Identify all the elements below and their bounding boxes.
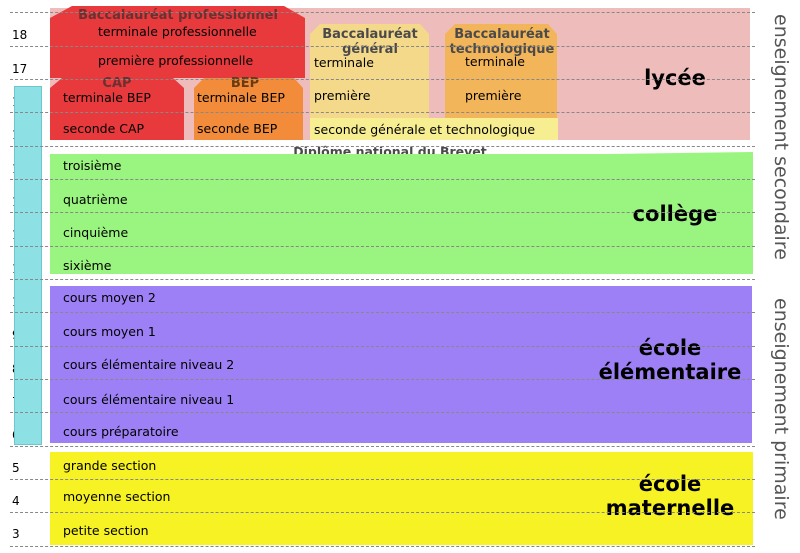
age-label: 4 xyxy=(12,494,20,508)
grid-line xyxy=(10,12,755,13)
level-cp: cours préparatoire xyxy=(63,424,179,439)
age-label: 17 xyxy=(12,62,28,76)
grid-line xyxy=(10,146,755,147)
grid-line xyxy=(10,46,755,47)
grid-line xyxy=(10,212,755,213)
level-terminale-techno: terminale xyxy=(465,54,525,69)
seconde-gt-block xyxy=(310,118,558,140)
level-premiere-pro: première professionnelle xyxy=(98,53,254,68)
level-ce1: cours élémentaire niveau 1 xyxy=(63,392,235,407)
maternelle-label-line1: école xyxy=(638,472,702,496)
level-petite-section: petite section xyxy=(63,523,149,538)
level-cm1: cours moyen 1 xyxy=(63,324,156,339)
elementaire-label-line2: élémentaire xyxy=(598,360,742,384)
age-label: 3 xyxy=(12,527,20,541)
maternelle-block xyxy=(50,452,753,545)
compulsory-schooling-bar xyxy=(14,86,42,445)
bac-techno-block xyxy=(445,24,557,118)
grid-line xyxy=(10,312,755,313)
level-seconde-bep: seconde BEP xyxy=(197,121,278,136)
level-premiere-generale: première xyxy=(314,88,371,103)
level-seconde-gt: seconde générale et technologique xyxy=(314,122,536,137)
level-moyenne-section: moyenne section xyxy=(63,489,171,504)
cap-block xyxy=(50,78,184,140)
grid-line xyxy=(10,179,755,180)
side-label-secondaire: enseignement secondaire xyxy=(770,14,792,260)
bac-general-block xyxy=(310,24,429,118)
college-block xyxy=(50,152,753,274)
age-label: 18 xyxy=(12,28,28,42)
level-terminale-generale: terminale xyxy=(314,55,374,70)
grid-line xyxy=(10,446,755,447)
level-premiere-techno: première xyxy=(465,88,522,103)
lycee-label: lycée xyxy=(644,66,706,90)
bac-pro-title: Baccalauréat professionnel xyxy=(78,8,278,23)
bep-block xyxy=(194,78,303,140)
grid-line xyxy=(10,346,755,347)
grid-line xyxy=(10,379,755,380)
level-terminale-bep-cap: terminale BEP xyxy=(63,90,151,105)
level-terminale-pro: terminale professionnelle xyxy=(98,24,257,39)
level-terminale-bep: terminale BEP xyxy=(197,90,285,105)
grid-line xyxy=(10,79,755,80)
level-ce2: cours élémentaire niveau 2 xyxy=(63,357,235,372)
grid-line xyxy=(10,112,755,113)
level-seconde-cap: seconde CAP xyxy=(63,121,145,136)
elementaire-label: école élémentaire xyxy=(590,336,750,384)
level-quatrieme: quatrième xyxy=(63,192,128,207)
grid-line xyxy=(10,246,755,247)
college-label: collège xyxy=(632,202,718,226)
side-label-primaire: enseignement primaire xyxy=(770,298,792,520)
maternelle-label-line2: maternelle xyxy=(605,496,735,520)
level-sixieme: sixième xyxy=(63,258,112,273)
grid-line xyxy=(10,412,755,413)
level-grande-section: grande section xyxy=(63,458,157,473)
level-cm2: cours moyen 2 xyxy=(63,290,156,305)
grid-line xyxy=(10,512,755,513)
maternelle-label: école maternelle xyxy=(590,472,750,520)
level-cinquieme: cinquième xyxy=(63,225,129,240)
age-label: 5 xyxy=(12,461,20,475)
grid-line xyxy=(10,546,755,547)
grid-line xyxy=(10,479,755,480)
elementaire-label-line1: école xyxy=(638,336,702,360)
grid-line xyxy=(10,279,755,280)
bac-pro-block xyxy=(50,6,305,78)
level-troisieme: troisième xyxy=(63,158,122,173)
